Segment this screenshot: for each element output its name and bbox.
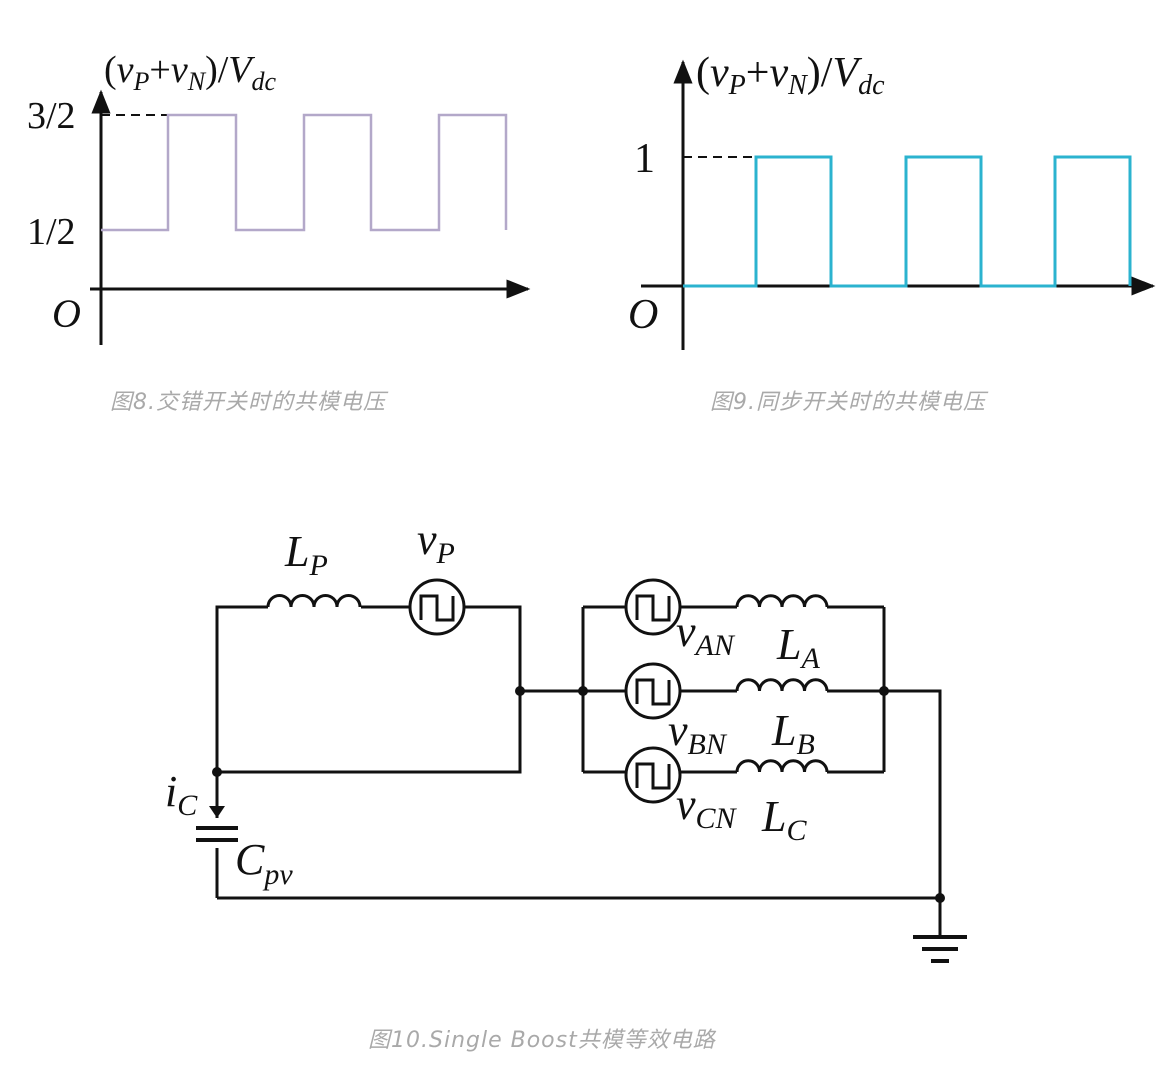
label-lp: LP xyxy=(284,527,328,582)
wire-vp-right xyxy=(217,605,522,774)
fig8-chart: (vP+vN)/Vdc 3/2 1/2 O xyxy=(27,49,531,345)
fig9-y-label: (vP+vN)/Vdc xyxy=(696,50,885,101)
inductor-lc xyxy=(735,759,829,773)
fig10-circuit xyxy=(196,578,967,963)
ground-icon xyxy=(913,935,967,963)
fig9-tick-upper: 1 xyxy=(634,136,655,182)
junction-dots xyxy=(212,686,945,903)
fig10-caption: 图10.Single Boost共模等效电路 xyxy=(368,1028,716,1053)
fig9-caption: 图9.同步开关时的共模电压 xyxy=(710,390,986,415)
fig8-tick-upper: 3/2 xyxy=(27,95,76,137)
source-vbn xyxy=(624,662,682,720)
fig10-labels: LP vP vAN LA vBN LB vCN LC iC Cpv xyxy=(165,515,820,891)
fig8-caption: 图8.交错开关时的共模电压 xyxy=(110,390,386,415)
fig9-waveform xyxy=(683,155,1132,288)
label-van: vAN xyxy=(676,607,736,662)
capacitor-cpv xyxy=(196,818,238,848)
label-vcn: vCN xyxy=(676,780,738,835)
fig8-y-label: (vP+vN)/Vdc xyxy=(104,49,277,96)
source-van xyxy=(624,578,682,636)
fig8-waveform xyxy=(101,113,508,232)
fig8-origin: O xyxy=(52,291,81,336)
inductor-lp xyxy=(266,594,362,608)
label-la: LA xyxy=(776,620,820,675)
wire-out-ground xyxy=(884,689,942,935)
source-vcn xyxy=(624,746,682,804)
label-ic: iC xyxy=(165,767,198,822)
fig9-origin: O xyxy=(628,292,658,338)
label-cpv: Cpv xyxy=(235,835,293,891)
label-lc: LC xyxy=(761,792,807,847)
inductor-lb xyxy=(735,678,829,692)
label-vp: vP xyxy=(417,515,455,570)
fig8-tick-lower: 1/2 xyxy=(27,211,76,253)
inductor-la xyxy=(735,594,829,608)
fig9-chart: (vP+vN)/Vdc 1 O xyxy=(628,50,1156,350)
label-lb: LB xyxy=(771,706,815,761)
label-vbn: vBN xyxy=(668,706,728,761)
current-arrow-ic xyxy=(209,806,225,818)
source-vp xyxy=(408,578,466,636)
wire-top-left xyxy=(215,605,268,898)
